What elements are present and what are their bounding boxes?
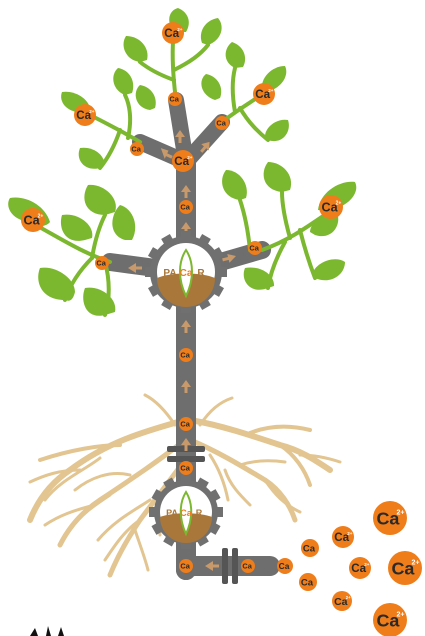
leaf	[222, 170, 247, 200]
ion-label: Ca	[131, 145, 141, 154]
ion-charge: 2+	[396, 509, 404, 517]
ion-charge: 2+	[364, 562, 370, 567]
calcium-ion-marker: Ca	[277, 558, 293, 574]
ion-label: Ca	[180, 562, 190, 571]
leaf	[264, 162, 291, 192]
ion-label: Ca	[180, 351, 190, 360]
ion-charge: 2+	[187, 155, 193, 160]
logo-text-ca: Ca	[180, 508, 192, 518]
ion-label: Ca	[279, 561, 290, 571]
calcium-ion-marker: Ca2+	[332, 591, 352, 611]
calcium-ion-marker: Ca2+	[21, 208, 45, 232]
ion-label: Ca	[180, 203, 190, 212]
calcium-ion-marker: Ca2+	[373, 603, 407, 636]
ion-charge: 2+	[38, 214, 44, 220]
calcium-ion-marker: Ca	[215, 116, 229, 130]
leaf	[79, 148, 105, 169]
leaf	[124, 36, 148, 62]
ion-label: Ca	[180, 420, 190, 429]
calcium-ion-marker: Ca	[179, 348, 193, 362]
logo-text-pa: PA	[166, 508, 178, 518]
calcium-ion-marker: Ca2+	[319, 195, 343, 219]
calcium-ion-marker: Ca2+	[349, 557, 371, 579]
ion-label: Ca	[180, 464, 190, 473]
calcium-ion-marker: Ca	[95, 256, 109, 270]
logo-text-r: R	[196, 508, 203, 518]
calcium-ion-marker: Ca	[299, 573, 317, 591]
calcium-ion-marker: Ca	[301, 539, 319, 557]
calcium-ion-marker: Ca2+	[332, 526, 354, 548]
leaf	[312, 259, 345, 280]
ion-label: Ca	[216, 119, 226, 128]
leaf	[113, 68, 133, 95]
logo-gear-root: PA Ca R	[149, 475, 223, 549]
calcium-ion-marker: Ca2+	[253, 83, 275, 105]
calcium-ion-marker: Ca2+	[373, 501, 407, 535]
logo-text-pa: PA	[163, 268, 176, 279]
ion-label: Ca	[249, 244, 259, 253]
ion-charge: 2+	[177, 27, 183, 32]
logo-text-ca: Ca	[180, 268, 193, 279]
calcium-ion-marker: Ca	[179, 559, 193, 573]
ion-label: Ca	[169, 95, 179, 104]
ion-charge: 2+	[268, 88, 274, 93]
calcium-ion-marker: Ca2+	[172, 150, 194, 172]
ion-charge: 2+	[336, 201, 342, 207]
leaf	[201, 74, 221, 100]
leaf	[226, 42, 245, 68]
leaf	[244, 267, 274, 289]
calcium-ion-marker: Ca	[130, 142, 144, 156]
ion-charge: 2+	[89, 109, 95, 114]
leaf	[84, 185, 116, 215]
calcium-ion-marker: Ca	[241, 559, 255, 573]
calcium-ion-marker: Ca	[179, 461, 193, 475]
ion-label: Ca	[96, 259, 106, 268]
ion-charge: 2+	[347, 531, 353, 536]
calcium-ion-marker: Ca2+	[74, 104, 96, 126]
calcium-ion-marker: Ca2+	[388, 551, 422, 585]
logo-gear-stem: PA Ca R	[145, 231, 227, 313]
calcium-ion-marker: Ca	[168, 92, 182, 106]
leaf	[201, 18, 222, 45]
logo-text-r: R	[197, 268, 205, 279]
leaf	[112, 205, 135, 240]
leaf	[136, 85, 156, 110]
calcium-ion-marker: Ca2+	[162, 22, 184, 44]
ion-label: Ca	[301, 577, 314, 588]
ion-label: Ca	[303, 543, 316, 554]
leaf	[61, 215, 92, 241]
ion-label: Ca	[242, 562, 252, 571]
calcium-ion-marker: Ca	[248, 241, 262, 255]
ion-charge: 2+	[396, 611, 404, 619]
leaf	[265, 120, 289, 141]
calcium-ion-marker: Ca	[179, 200, 193, 214]
leaf	[38, 268, 75, 301]
ion-charge: 2+	[411, 559, 419, 567]
ion-charge: 2+	[346, 595, 351, 600]
calcium-ion-marker: Ca	[179, 417, 193, 431]
corner-marks	[30, 626, 64, 636]
